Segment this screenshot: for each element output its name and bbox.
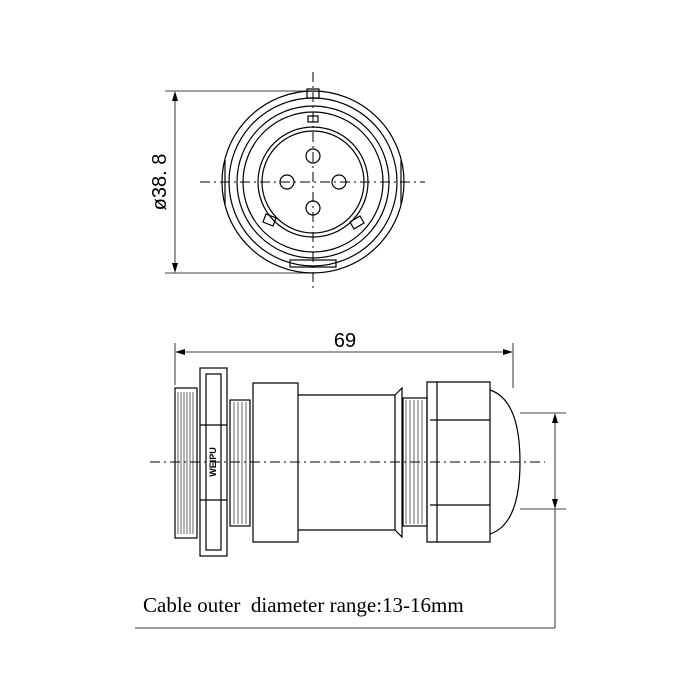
- front-view: [165, 72, 425, 290]
- cable-gland-nut: [426, 381, 491, 543]
- front-insert-face: [257, 126, 369, 238]
- front-key-notch-bottom: [289, 259, 337, 268]
- front-ring-3: [236, 105, 390, 259]
- body-collar: [394, 386, 403, 539]
- cable-arrow-top: [552, 413, 558, 423]
- length-arrow-left: [175, 349, 185, 355]
- diameter-arrow-top: [172, 91, 178, 101]
- cable-diameter-caption: Cable outer diameter range:13-16mm: [143, 593, 464, 617]
- front-key-notch-top: [306, 88, 320, 99]
- brand-mark: WEIPU: [208, 447, 218, 477]
- diameter-label: ø38. 8: [149, 154, 171, 211]
- front-key-inner-top: [307, 115, 319, 123]
- front-insert-inner: [261, 130, 365, 234]
- front-nut-thread-lines: [233, 402, 247, 524]
- contact-pin-top: [305, 148, 321, 164]
- front-latch-tab-left: [262, 213, 277, 227]
- length-label: 69: [334, 330, 356, 352]
- contact-pin-left: [279, 174, 295, 190]
- side-view: [135, 343, 566, 629]
- rear-thread-body: [174, 387, 198, 539]
- cable-arrow-bottom: [552, 499, 558, 509]
- diameter-arrow-bottom: [172, 263, 178, 273]
- front-nut-thread: [229, 399, 251, 527]
- contact-pin-bottom: [305, 200, 321, 216]
- front-ring-4: [242, 111, 384, 253]
- front-latch-tab-right: [349, 215, 365, 230]
- rear-thread-lines: [177, 392, 194, 534]
- contact-pin-right: [331, 174, 347, 190]
- length-arrow-right: [503, 349, 513, 355]
